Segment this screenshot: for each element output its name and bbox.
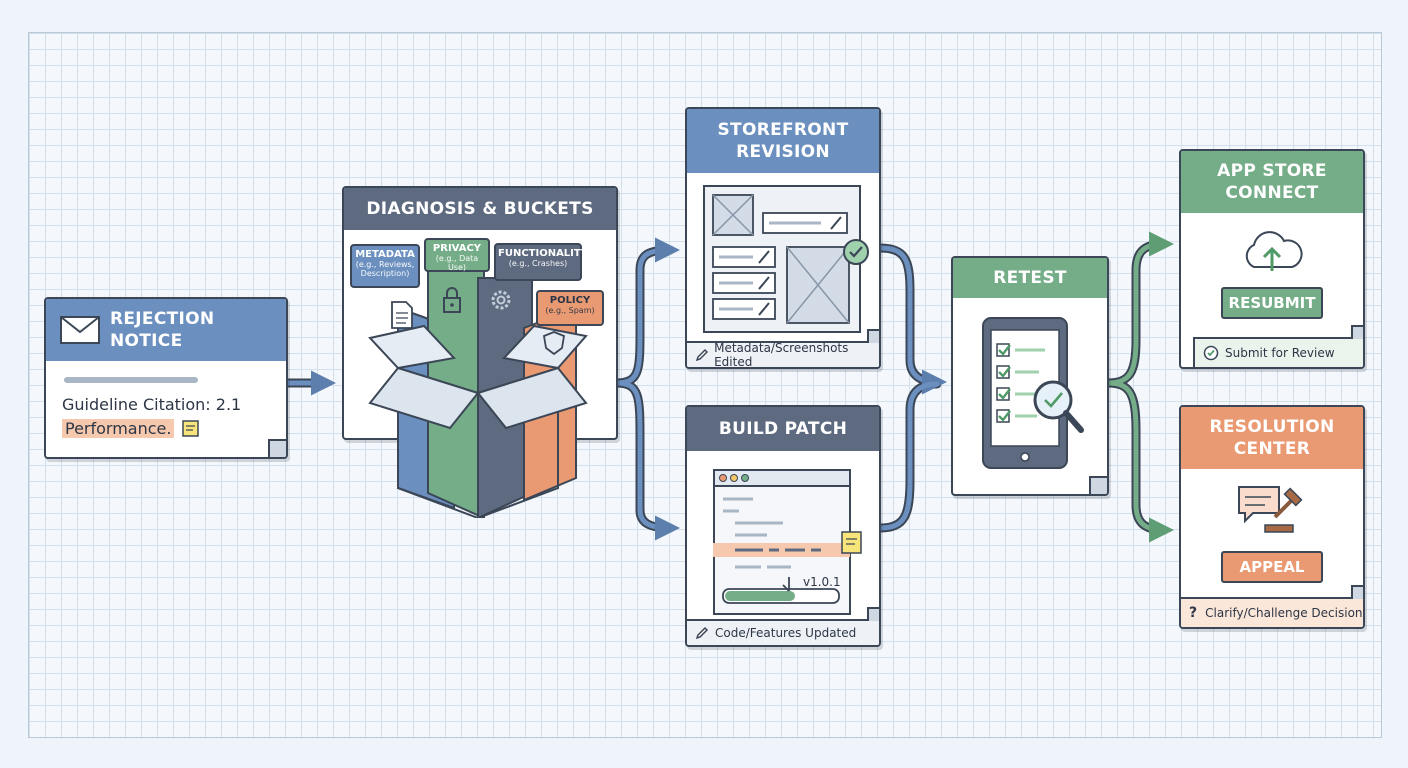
lock-icon: [443, 287, 461, 313]
rejection-title-line1: REJECTION: [110, 309, 215, 329]
retest-card: RETEST: [951, 256, 1109, 496]
guideline-citation-line2: Performance.: [62, 419, 175, 438]
appstore-header: APP STORE CONNECT: [1181, 151, 1363, 213]
storefront-title-line2: REVISION: [736, 142, 830, 162]
diagnosis-header: DIAGNOSIS & BUCKETS: [344, 188, 616, 230]
resolution-title-line2: CENTER: [1233, 439, 1311, 459]
notice-text-placeholder: [64, 377, 198, 383]
resolution-header: RESOLUTION CENTER: [1181, 407, 1363, 469]
pencil-icon: [695, 348, 709, 362]
bucket-policy-detail: (e.g., Spam): [545, 306, 595, 315]
appstore-title-line1: APP STORE: [1217, 161, 1327, 181]
rejection-notice-card: REJECTION NOTICE Guideline Citation: 2.1…: [44, 297, 288, 459]
bucket-policy: POLICY (e.g., Spam): [536, 290, 604, 326]
storefront-revision-card: STOREFRONT REVISION: [685, 107, 881, 369]
branch-arrow-icon: [782, 577, 790, 592]
resubmit-button[interactable]: RESUBMIT: [1221, 287, 1323, 319]
appstore-footer-text: Submit for Review: [1225, 346, 1335, 360]
bucket-privacy-name: PRIVACY: [432, 243, 482, 254]
version-label: v1.0.1: [803, 575, 841, 589]
storefront-header: STOREFRONT REVISION: [687, 109, 879, 173]
guideline-citation-line1: Guideline Citation: 2.1: [62, 395, 242, 414]
appstore-footer: Submit for Review: [1193, 337, 1363, 367]
code-window-mockup: [713, 469, 851, 615]
resolution-footer-text: Clarify/Challenge Decision: [1205, 606, 1363, 620]
bucket-policy-name: POLICY: [549, 295, 591, 306]
page-fold-corner: [1089, 476, 1107, 494]
appeal-button[interactable]: APPEAL: [1221, 551, 1323, 583]
cloud-upload-icon: [1245, 231, 1303, 271]
phone-checklist-icon: [982, 317, 1084, 469]
page-fold-corner: [867, 607, 879, 621]
page-fold-corner: [268, 439, 286, 457]
resolution-footer: ? Clarify/Challenge Decision: [1181, 597, 1363, 627]
rejection-title-line2: NOTICE: [110, 331, 183, 351]
bucket-functionality-detail: (e.g., Crashes): [508, 259, 568, 268]
bucket-metadata-name: METADATA: [355, 249, 415, 260]
bucket-functionality: FUNCTIONALITY (e.g., Crashes): [494, 243, 588, 281]
check-circle-icon: [843, 239, 869, 265]
build-footer-text: Code/Features Updated: [715, 626, 857, 640]
app-store-connect-card: APP STORE CONNECT RESUBMIT Submit for Re…: [1179, 149, 1365, 369]
bucket-privacy-detail: (e.g., Data Use): [435, 254, 479, 272]
retest-header: RETEST: [953, 258, 1107, 298]
chat-gavel-icon: [1238, 486, 1303, 533]
question-icon: ?: [1189, 605, 1198, 621]
storefront-footer-text: Metadata/Screenshots Edited: [714, 341, 849, 369]
page-fold-corner: [1351, 585, 1363, 599]
bucket-metadata-detail: (e.g., Reviews, Description): [355, 260, 415, 278]
shield-icon: [542, 331, 566, 356]
storefront-mockup: [703, 185, 861, 333]
envelope-icon: [60, 316, 100, 344]
pencil-icon: [695, 626, 709, 640]
buckets-box-illustration: [368, 267, 588, 518]
storefront-title-line1: STOREFRONT: [717, 120, 849, 140]
page-fold-corner: [867, 329, 879, 343]
bucket-privacy: PRIVACY (e.g., Data Use): [424, 238, 490, 272]
appstore-title-line2: CONNECT: [1225, 183, 1319, 203]
resolution-title-line1: RESOLUTION: [1209, 417, 1335, 437]
build-patch-card: BUILD PATCH v1.0.1 Code/Features Updated: [685, 405, 881, 647]
resolution-center-card: RESOLUTION CENTER APPEAL ? Clarify/Chall…: [1179, 405, 1365, 629]
bucket-functionality-name: FUNCTIONALITY: [498, 248, 588, 259]
sticky-note-icon: [182, 420, 199, 437]
document-icon: [391, 301, 413, 329]
sticky-note-icon: [841, 531, 862, 554]
storefront-footer: Metadata/Screenshots Edited: [687, 341, 879, 367]
gear-icon: [491, 290, 511, 310]
page-fold-corner: [1351, 325, 1363, 339]
build-header: BUILD PATCH: [687, 407, 879, 451]
build-footer: Code/Features Updated: [687, 619, 879, 645]
bucket-metadata: METADATA (e.g., Reviews, Description): [350, 244, 420, 288]
check-circle-icon: [1203, 345, 1219, 361]
